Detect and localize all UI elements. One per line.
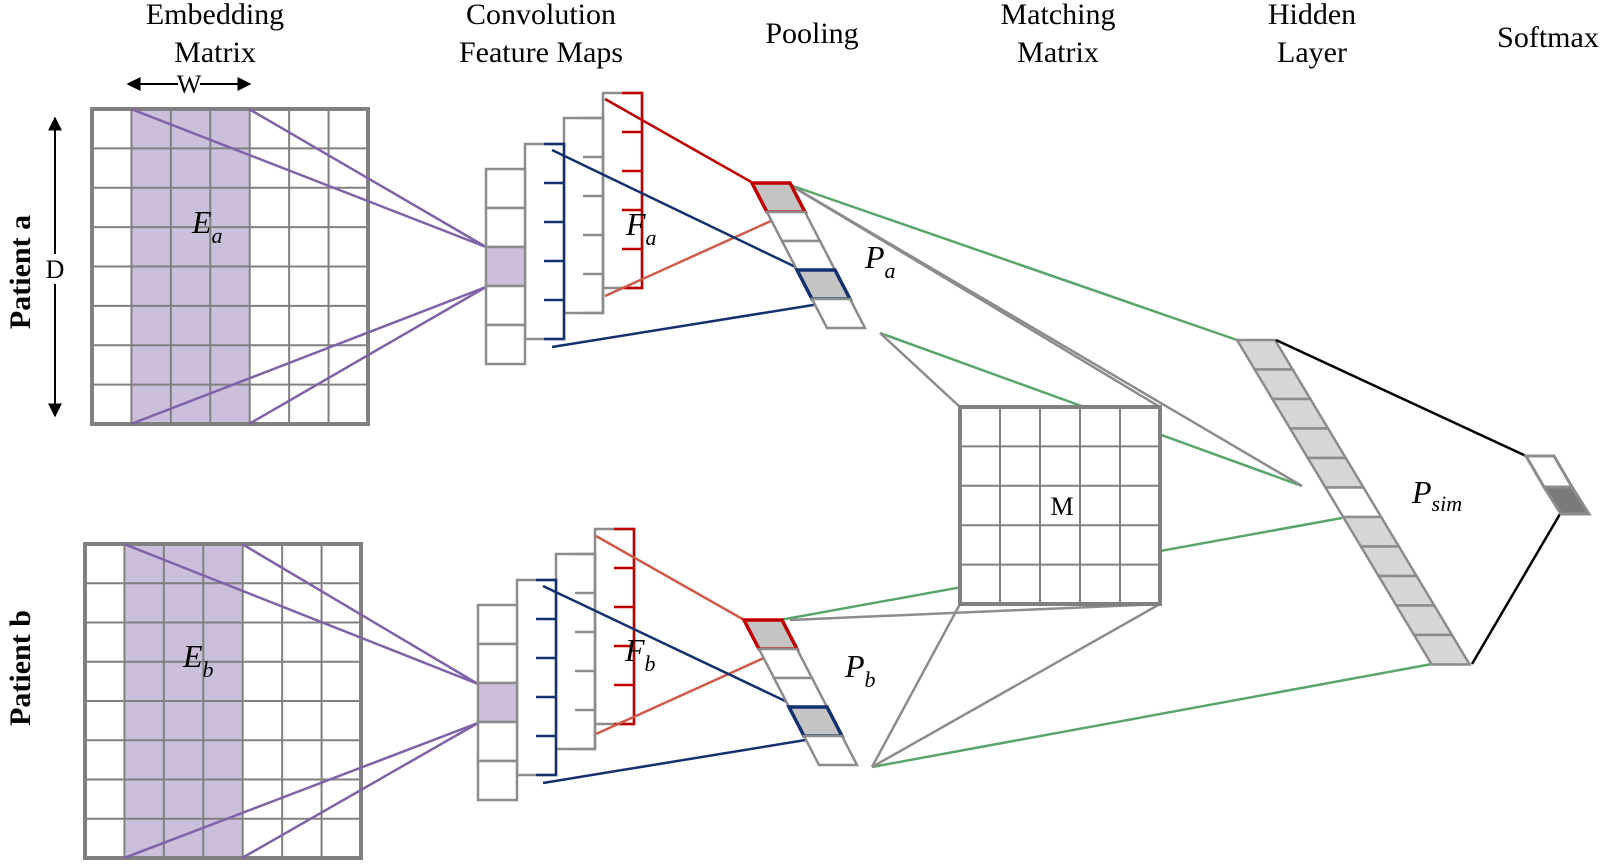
- conv-feature-maps-a: Fa: [484, 91, 657, 366]
- header-convolution-line2: Feature Maps: [459, 36, 623, 69]
- conv-cell: [476, 720, 519, 763]
- embedding-conv-connectors-b: [123, 542, 479, 860]
- conv-pool-connectors-b: [542, 534, 831, 785]
- hidden-layer: Psim: [1234, 338, 1472, 666]
- pool-cell: [756, 647, 815, 680]
- feature-map-edge: [583, 116, 605, 315]
- pooling-vector-a: Pa: [749, 181, 896, 330]
- label-Ea: Ea: [191, 204, 223, 248]
- label-Fb: Fb: [624, 632, 656, 676]
- label-Eb: Eb: [182, 638, 214, 682]
- label-Psim: Psim: [1411, 474, 1462, 516]
- feature-map-layer: [515, 578, 558, 777]
- pool-cell: [741, 618, 800, 651]
- pool-cell: [801, 734, 860, 767]
- hidden-cell: [1340, 515, 1402, 548]
- header-matching-line2: Matrix: [1017, 36, 1099, 69]
- header-embedding-line2: Matrix: [174, 36, 256, 69]
- hidden-cell: [1252, 368, 1313, 401]
- conv-cell: [476, 603, 519, 646]
- pooling-vector-b: Pb: [741, 618, 876, 767]
- conv-feature-maps-b: Fb: [476, 527, 656, 802]
- hidden-softmax-connectors: [1275, 338, 1562, 665]
- header-pooling: Pooling: [765, 17, 858, 50]
- header-hidden-line1: Hidden: [1268, 0, 1356, 31]
- header-hidden-line2: Layer: [1277, 36, 1347, 69]
- feature-map-layer: [562, 116, 605, 315]
- conv-pool-connectors-a: [551, 97, 839, 349]
- conv-cell: [484, 167, 527, 210]
- embedding-matrix-b: Eb: [83, 542, 363, 860]
- column-headers: Embedding Matrix Convolution Feature Map…: [146, 0, 1599, 69]
- feature-map-edge: [544, 142, 566, 341]
- feature-map-edge: [622, 91, 644, 290]
- header-convolution-line1: Convolution: [466, 0, 616, 31]
- pool-cell: [794, 268, 853, 301]
- hidden-cell: [1376, 574, 1437, 607]
- pool-cell: [786, 705, 845, 738]
- conv-window-cell: [476, 681, 519, 724]
- width-dimension: W: [126, 70, 252, 99]
- label-Fa: Fa: [625, 206, 657, 250]
- hidden-cell: [1358, 545, 1419, 578]
- label-Pb: Pb: [844, 648, 876, 692]
- feature-map-layer: [554, 552, 597, 751]
- conv-window-cell: [484, 245, 527, 288]
- hidden-cell: [1305, 456, 1366, 489]
- depth-dimension: D: [40, 116, 70, 418]
- pool-cell: [809, 297, 868, 330]
- feature-map-edge: [536, 578, 558, 777]
- feature-map-edge: [575, 552, 597, 751]
- conv-cell: [484, 323, 527, 366]
- hidden-cell: [1323, 486, 1384, 519]
- patient-a-label: Patient a: [4, 215, 37, 329]
- pool-cell: [771, 676, 830, 709]
- hidden-cell: [1287, 427, 1349, 460]
- softmax-output: [1523, 454, 1592, 516]
- depth-label: D: [46, 255, 65, 284]
- conv-cell: [476, 759, 519, 802]
- matching-matrix: M: [958, 405, 1162, 606]
- hidden-cell: [1394, 604, 1455, 637]
- header-softmax: Softmax: [1497, 21, 1599, 54]
- feature-map-layer: [523, 142, 566, 341]
- label-M: M: [1050, 492, 1073, 521]
- patient-b-label: Patient b: [4, 610, 37, 726]
- feature-map-edge: [614, 527, 636, 726]
- header-embedding-line1: Embedding: [146, 0, 284, 31]
- pool-cell: [764, 210, 823, 243]
- width-label: W: [177, 70, 202, 99]
- conv-cell: [484, 206, 527, 249]
- embedding-matrix-a: Ea: [90, 107, 370, 426]
- hidden-cell: [1411, 633, 1472, 666]
- label-Pa: Pa: [864, 239, 896, 283]
- hidden-cell: [1270, 397, 1331, 430]
- conv-cell: [476, 642, 519, 685]
- header-matching-line1: Matching: [1001, 0, 1116, 31]
- embedding-conv-connectors-a: [130, 107, 487, 426]
- pool-to-matching-gray-connectors: [789, 183, 1303, 769]
- conv-cell: [484, 284, 527, 327]
